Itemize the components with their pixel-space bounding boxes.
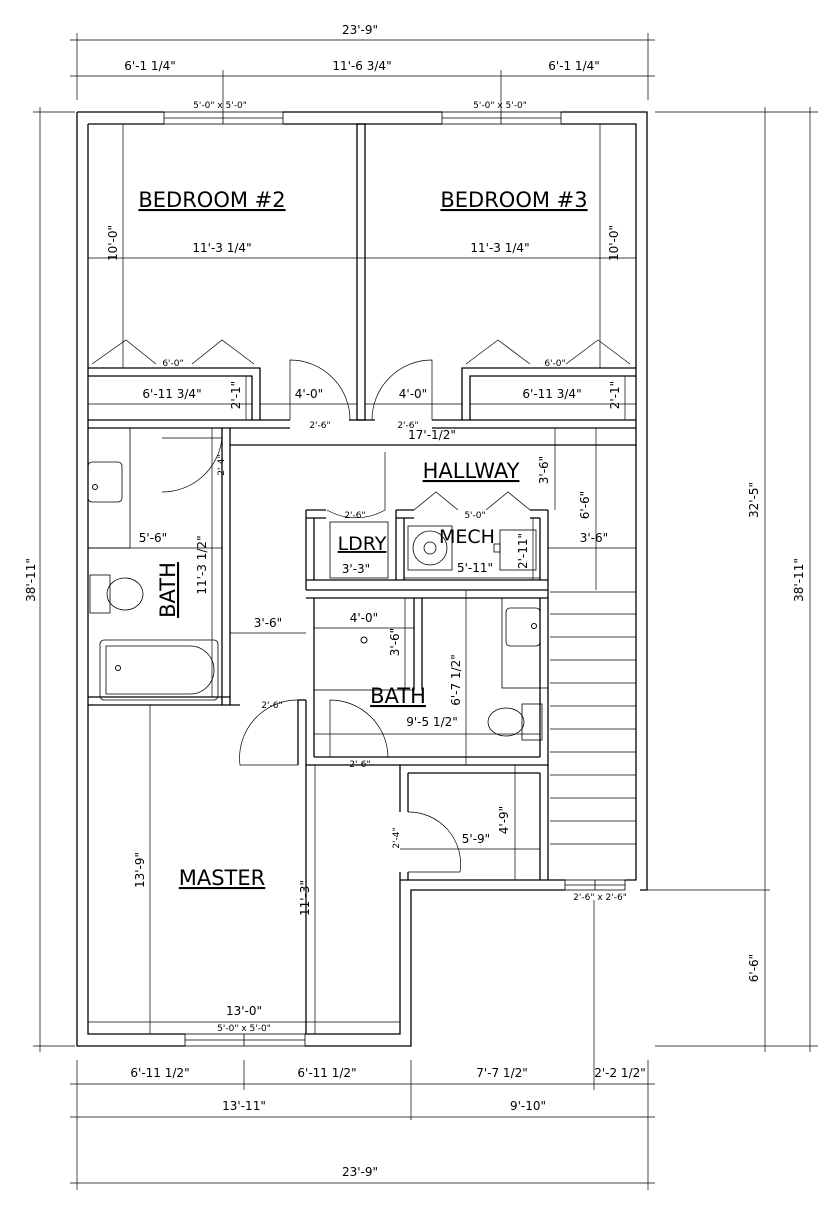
dim-hallway-depth: 3'-6" [537,456,551,484]
dim-bed2-width: 11'-3 1/4" [192,241,251,255]
dim-hall-width: 3'-6" [254,616,282,630]
dim-bath-center-depth: 6'-7 1/2" [449,654,463,706]
dim-master-door: 2'-6" [349,760,370,770]
doors [91,339,631,873]
windows [163,111,626,1047]
window-label-master: 5'-0" x 5'-0" [217,1024,271,1034]
dim-overall-width-top: 23'-9" [342,23,378,37]
dim-door-bed2: 4'-0" [295,387,323,401]
dim-mech-depth: 2'-11" [516,533,530,569]
room-label-mech: MECH [439,526,495,548]
dim-overall-depth-right: 38'-11" [792,558,806,602]
dim-closet-master-door: 2'-4" [392,827,402,848]
dim-bed3-height: 10'-0" [607,225,621,261]
dim-door-bed2-swing: 2'-6" [309,421,330,431]
dim-ldry-door: 2'-6" [344,511,365,521]
dim-closet-door-left: 6'-0" [162,359,183,369]
room-label-laundry: LDRY [338,533,387,555]
dim-stair-width: 3'-6" [580,531,608,545]
dim-bath-tub-depth: 3'-6" [388,628,402,656]
dim-mech-width: 5'-11" [457,561,493,575]
dim-bath-center-width: 9'-5 1/2" [406,715,458,729]
dim-top-left-seg: 6'-1 1/4" [124,59,176,73]
dim-bottom-left-total: 13'-11" [222,1099,266,1113]
dim-overall-width-bottom: 23'-9" [342,1165,378,1179]
dim-bottom-right-total: 9'-10" [510,1099,546,1113]
dim-stair-run: 6'-6" [578,491,592,519]
dim-bottom-seg4: 2'-2 1/2" [594,1066,646,1080]
dim-hall-door: 2'-6" [261,701,282,711]
dim-closet-right-width: 6'-11 3/4" [522,387,581,401]
dim-master-inner-depth: 11'-3" [298,880,312,916]
dim-top-mid-seg: 11'-6 3/4" [332,59,391,73]
dim-bath-left-door: 2'-4" [217,454,227,475]
window-label-bed3: 5'-0" x 5'-0" [473,101,527,111]
room-label-bath-center: BATH [370,684,426,708]
dim-door-bed3: 4'-0" [399,387,427,401]
dim-door-bed3-swing: 2'-6" [397,421,418,431]
dim-right-depth-upper: 32'-5" [747,482,761,518]
window-label-stair: 2'-6" x 2'-6" [573,893,627,903]
dim-closet-left-depth: 2'-1" [229,381,243,409]
exterior-walls [76,111,648,1047]
dim-master-width: 13'-0" [226,1004,262,1018]
dimension-lines [33,33,818,1190]
dim-bed3-width: 11'-3 1/4" [470,241,529,255]
fixtures [87,461,543,741]
room-label-bedroom3: BEDROOM #3 [440,188,587,212]
dim-master-depth: 13'-9" [133,852,147,888]
dim-mech-door: 5'-0" [464,511,485,521]
room-label-bath-left: BATH [156,562,180,618]
dim-closet-right-depth: 2'-1" [608,381,622,409]
dim-closet-master-depth: 4'-9" [497,806,511,834]
room-label-master: MASTER [179,866,266,890]
dim-closet-master-width: 5'-9" [462,832,490,846]
dim-bottom-seg2: 6'-11 1/2" [297,1066,356,1080]
dim-bath-tub-width: 4'-0" [350,611,378,625]
dim-bottom-seg1: 6'-11 1/2" [130,1066,189,1080]
dim-top-right-seg: 6'-1 1/4" [548,59,600,73]
room-label-hallway: HALLWAY [423,459,520,483]
stairs [550,591,636,845]
dim-bed2-height: 10'-0" [106,225,120,261]
window-label-bed2: 5'-0" x 5'-0" [193,101,247,111]
dim-bath-left-length: 11'-3 1/2" [195,535,209,594]
dim-right-depth-lower: 6'-6" [747,954,761,982]
dim-bath-left-vanity: 5'-6" [139,531,167,545]
dim-overall-depth-left: 38'-11" [24,558,38,602]
dim-bottom-seg3: 7'-7 1/2" [476,1066,528,1080]
dim-closet-door-right: 6'-0" [544,359,565,369]
dim-hallway-length: 17'-1/2" [408,428,456,442]
room-label-bedroom2: BEDROOM #2 [138,188,285,212]
dim-ldry-width: 3'-3" [342,562,370,576]
dim-closet-left-width: 6'-11 3/4" [142,387,201,401]
